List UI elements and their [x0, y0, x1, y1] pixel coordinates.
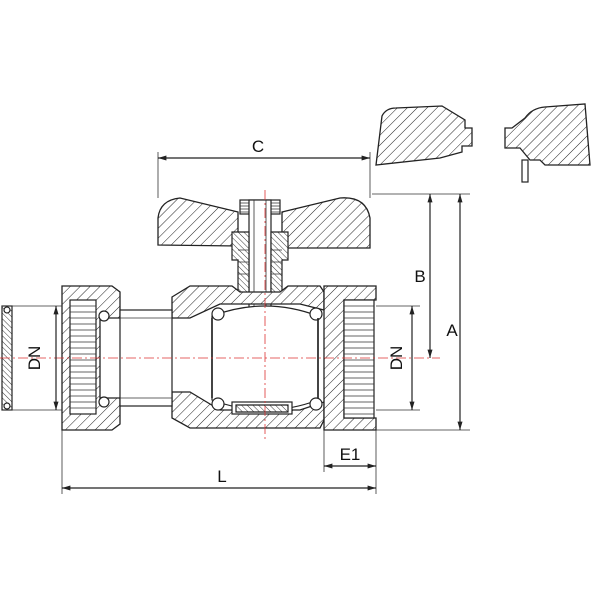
- dimension-e1-label: E1: [340, 445, 361, 464]
- butterfly-handle: [157, 197, 371, 249]
- dimension-dn-right-label: DN: [387, 346, 406, 371]
- dimension-dn-right: DN: [376, 305, 420, 411]
- dimension-c-label: C: [252, 137, 264, 156]
- handle-side-view-1: [375, 105, 473, 166]
- dimension-l: L: [61, 430, 377, 494]
- dimension-dn-left: DN: [2, 305, 62, 411]
- dimension-b-label: B: [414, 267, 425, 286]
- right-end: [323, 285, 377, 431]
- dimension-b: B: [372, 193, 440, 358]
- dimension-a-label: A: [446, 321, 458, 340]
- handle-side-view-2: [504, 103, 591, 183]
- dimension-dn-left-label: DN: [25, 346, 44, 371]
- dimension-l-label: L: [217, 467, 226, 486]
- dimension-e1: E1: [323, 430, 377, 472]
- dimension-c: C: [157, 137, 371, 198]
- valve-body: [171, 285, 325, 429]
- dimension-a: A: [376, 193, 470, 431]
